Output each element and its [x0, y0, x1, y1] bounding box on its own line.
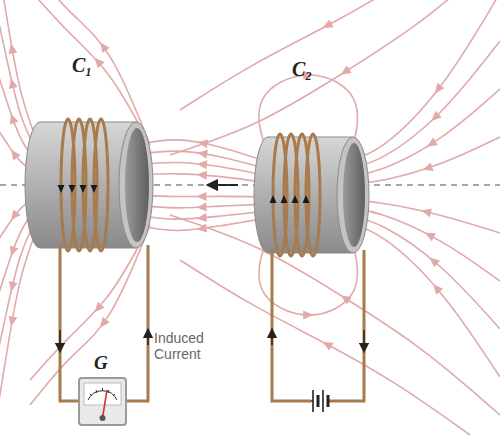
field-line	[350, 200, 500, 233]
field-arrow	[338, 292, 351, 305]
field-line	[0, 221, 40, 425]
field-arrow	[91, 55, 104, 68]
field-arrow	[197, 148, 208, 158]
field-arrow	[303, 310, 313, 319]
field-line	[350, 137, 500, 184]
field-line	[180, 0, 470, 110]
field-arrow	[425, 138, 438, 151]
field-arrow	[421, 162, 433, 174]
coil-rim	[119, 122, 153, 248]
coil	[25, 119, 153, 251]
field-arrow	[427, 254, 440, 267]
field-arrow	[7, 112, 19, 124]
galvanometer-symbol	[79, 378, 126, 425]
field-arrow	[96, 317, 109, 330]
field-arrow	[420, 206, 432, 217]
current-arrow	[147, 333, 149, 345]
field-arrow	[196, 213, 207, 223]
coil	[254, 134, 369, 256]
field-line	[350, 89, 500, 176]
coil-label: C₂	[292, 58, 312, 81]
field-line	[180, 260, 470, 435]
field-arrow	[431, 83, 444, 96]
field-arrow	[423, 229, 436, 242]
current-arrow	[363, 330, 365, 348]
winding-arrow	[270, 195, 277, 203]
battery-circuit	[272, 250, 364, 401]
current-note: Induced Current	[154, 330, 224, 362]
field-arrow	[91, 302, 104, 315]
winding-arrow	[58, 185, 65, 193]
winding-arrow	[281, 195, 288, 203]
field-arrow	[197, 138, 209, 149]
field-arrow	[96, 40, 109, 53]
coil-opening	[343, 143, 365, 247]
field-arrow	[7, 316, 18, 327]
field-arrow	[320, 338, 333, 351]
coils	[25, 119, 369, 256]
field-arrow	[320, 19, 333, 32]
current-arrow	[59, 330, 61, 348]
field-arrow	[196, 170, 207, 180]
field-arrow	[338, 65, 351, 78]
meter-label: G	[94, 352, 108, 374]
field-arrow	[7, 210, 20, 223]
coil-label: C₁	[72, 54, 92, 77]
field-line	[350, 208, 500, 281]
winding	[306, 134, 320, 256]
field-arrow	[7, 281, 18, 293]
coil-rim	[337, 137, 369, 253]
axis-arrow	[212, 184, 238, 186]
winding-arrow	[91, 185, 98, 193]
field-arrow	[196, 192, 206, 201]
winding-arrow	[80, 185, 87, 193]
battery-symbol	[311, 390, 329, 412]
winding-arrow	[303, 195, 310, 203]
field-arrow	[430, 281, 443, 294]
field-arrow	[7, 77, 18, 89]
coil-opening	[125, 128, 149, 242]
field-arrow	[196, 224, 207, 234]
field-arrow	[7, 43, 18, 54]
field-line	[350, 224, 500, 377]
winding-arrow	[69, 185, 76, 193]
winding-arrow	[292, 195, 299, 203]
field-arrow	[428, 111, 441, 124]
field-line	[170, 0, 500, 155]
field-arrow	[196, 202, 206, 211]
field-arrow	[196, 159, 207, 169]
field-line	[350, 41, 500, 168]
current-arrow	[271, 333, 273, 345]
field-arrow	[7, 245, 19, 257]
field-arrow	[7, 147, 20, 160]
field-line	[350, 0, 500, 160]
